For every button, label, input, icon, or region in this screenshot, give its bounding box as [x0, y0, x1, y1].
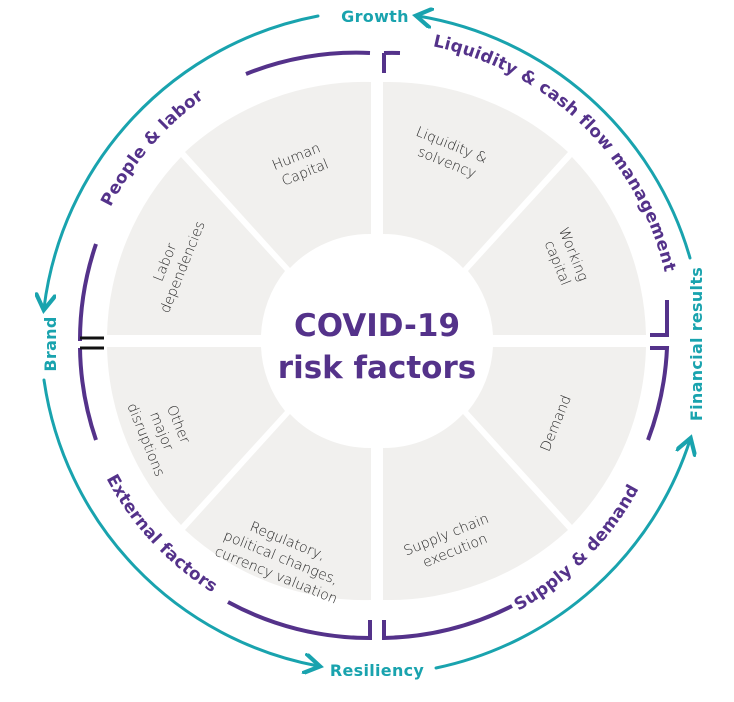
category-arcs: [77, 50, 670, 641]
arc-supply-demand: [382, 346, 670, 641]
segment-demand: [468, 347, 646, 525]
arc-growth-to-brand: [44, 14, 320, 308]
segment-regulatory: [185, 414, 371, 601]
segment-supply-chain: [383, 414, 568, 601]
outer-labels: Growth Resiliency Brand Financial result…: [41, 7, 706, 680]
arc-brand-to-resiliency: [42, 378, 318, 666]
center-title: COVID-19 risk factors: [278, 308, 476, 386]
center-title-line1: COVID-19: [294, 308, 460, 344]
arc-financial-to-growth: [418, 16, 692, 260]
arc-liquidity: [382, 50, 669, 337]
outer-financial-results: Financial results: [687, 267, 706, 421]
arc-resiliency-to-financial: [434, 440, 690, 670]
segment-working-capital: [468, 157, 646, 335]
segment-other-disruptions: [107, 347, 285, 525]
outer-growth: Growth: [341, 7, 409, 26]
arc-people-labor: [77, 50, 371, 342]
center-title-line2: risk factors: [278, 350, 476, 386]
arc-external-factors: [78, 347, 372, 641]
outer-arcs: [44, 16, 690, 668]
segment-human-capital: [185, 81, 371, 268]
segment-liquidity: [383, 81, 568, 269]
outer-resiliency: Resiliency: [330, 661, 425, 680]
segment-labor-dependencies: [107, 157, 285, 335]
outer-brand: Brand: [41, 316, 60, 371]
segments-ring: [107, 81, 646, 601]
